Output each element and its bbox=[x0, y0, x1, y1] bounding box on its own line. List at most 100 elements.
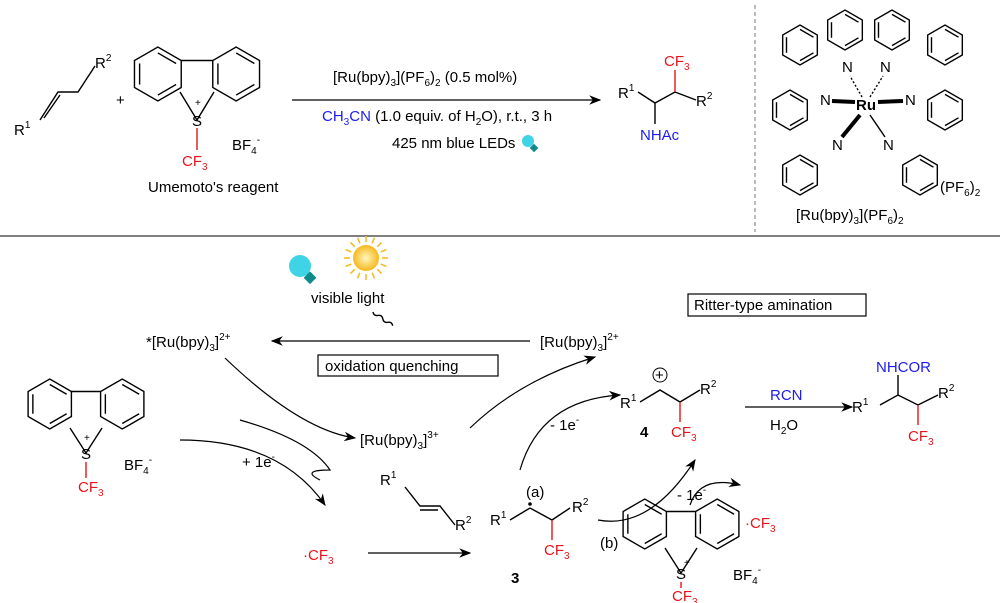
svg-text:4: 4 bbox=[640, 424, 649, 441]
regeneration-arrow bbox=[469, 355, 597, 429]
svg-text:N: N bbox=[883, 137, 894, 154]
svg-text:NHAc: NHAc bbox=[640, 127, 680, 144]
svg-text:R1: R1 bbox=[380, 470, 397, 489]
light-conditions: 425 nm blue LEDs bbox=[392, 135, 515, 152]
sun-ray bbox=[356, 272, 361, 279]
double-bond bbox=[157, 52, 177, 65]
double-bond bbox=[121, 413, 140, 425]
benzene-ring bbox=[901, 154, 939, 196]
sun-ray bbox=[376, 241, 383, 248]
svg-text:oxidation quenching: oxidation quenching bbox=[325, 358, 458, 375]
cf3-radical-b: ·CF3 bbox=[745, 515, 776, 535]
svg-text:R2: R2 bbox=[938, 383, 955, 402]
svg-text:CF3: CF3 bbox=[671, 424, 697, 444]
svg-text:R2: R2 bbox=[455, 515, 472, 534]
benzene-ring bbox=[27, 378, 73, 430]
complex-name: [Ru(bpy)3](PF6)2 bbox=[796, 207, 904, 227]
alkene-substrate: R1 R2 bbox=[14, 53, 112, 139]
sun-ray bbox=[380, 263, 387, 268]
svg-text:CF3: CF3 bbox=[908, 428, 934, 448]
ru-bpy-complex: Ru N N N N N N (PF6)2 [Ru(bpy)3](PF6)2 bbox=[796, 59, 981, 227]
double-bond bbox=[789, 93, 804, 103]
svg-text:S: S bbox=[676, 566, 686, 583]
svg-text:N: N bbox=[880, 59, 891, 76]
benzene-ring bbox=[694, 498, 740, 550]
double-bond bbox=[157, 83, 177, 96]
umemoto-reagent: S + CF3 BF4- Umemoto's reagent bbox=[148, 91, 279, 196]
svg-text:Ru: Ru bbox=[856, 97, 876, 114]
benzene-ring bbox=[926, 24, 964, 66]
ritter-box bbox=[687, 293, 867, 317]
benzene-ring bbox=[873, 9, 911, 51]
svg-text:RCN: RCN bbox=[770, 387, 803, 404]
double-bond bbox=[944, 93, 959, 103]
double-bond bbox=[799, 182, 814, 192]
svg-text:N: N bbox=[905, 92, 916, 109]
sun-ray bbox=[345, 248, 352, 253]
cf3-radical: ·CF3 bbox=[303, 547, 334, 567]
amination-product: CF3 R1 R2 NHAc bbox=[618, 53, 713, 144]
oxidized-catalyst: [Ru(bpy)3]3+ bbox=[360, 430, 439, 452]
double-bond bbox=[789, 117, 804, 127]
svg-text:(b): (b) bbox=[600, 535, 618, 552]
ground-catalyst: [Ru(bpy)3]2+ bbox=[540, 332, 619, 354]
cation-intermediate-4: + R1 R2 CF3 4 bbox=[620, 367, 717, 444]
sun-ray bbox=[349, 241, 356, 248]
double-bond bbox=[844, 37, 859, 47]
oxidation-quenching-box bbox=[317, 354, 499, 377]
alkene-reactant: R1 R2 bbox=[380, 470, 472, 534]
svg-text:CF3: CF3 bbox=[664, 53, 690, 73]
sun-ray bbox=[349, 268, 356, 275]
svg-text:R1: R1 bbox=[852, 397, 869, 416]
svg-text:R1: R1 bbox=[618, 83, 635, 102]
svg-text:CF3: CF3 bbox=[78, 479, 104, 499]
svg-text:+ 1e-: + 1e- bbox=[242, 452, 275, 471]
cf3-release-arrow bbox=[179, 439, 326, 506]
cf3-label: CF3 bbox=[182, 153, 208, 173]
final-product: NHCOR R1 R2 CF3 bbox=[852, 359, 955, 448]
benzene-ring bbox=[99, 378, 145, 430]
double-bond bbox=[644, 533, 662, 545]
svg-text:R2: R2 bbox=[572, 497, 589, 516]
solvent-conditions: CH3CN (1.0 equiv. of H2O), r.t., 3 h bbox=[322, 108, 552, 128]
double-bond bbox=[944, 28, 959, 38]
benzene-ring bbox=[826, 9, 864, 51]
set-arrow bbox=[224, 357, 357, 442]
blue-led-icon bbox=[522, 135, 539, 153]
svg-text:+: + bbox=[655, 367, 664, 384]
svg-text:BF4-: BF4- bbox=[733, 565, 761, 587]
double-bond bbox=[49, 383, 67, 395]
svg-text:R1: R1 bbox=[490, 510, 507, 529]
svg-text:CF3: CF3 bbox=[544, 542, 570, 562]
aromatic-rings bbox=[27, 9, 964, 550]
svg-text:+: + bbox=[684, 558, 690, 569]
double-bond bbox=[891, 13, 906, 23]
double-bond bbox=[49, 413, 67, 425]
benzene-ring bbox=[133, 46, 182, 102]
double-bond bbox=[919, 158, 934, 168]
svg-text:+: + bbox=[195, 98, 201, 109]
benzene-ring bbox=[771, 89, 809, 131]
double-bond bbox=[799, 28, 814, 38]
svg-text:S: S bbox=[81, 446, 91, 463]
double-bond bbox=[799, 52, 814, 62]
double-bond bbox=[944, 52, 959, 62]
excited-catalyst: *[Ru(bpy)3]2+ bbox=[146, 332, 231, 354]
double-bond bbox=[716, 503, 735, 515]
svg-text:- 1e-: - 1e- bbox=[677, 485, 706, 504]
benzene-ring bbox=[212, 46, 261, 102]
light-bulb-icon bbox=[289, 255, 317, 285]
umemoto-reagent-bottom: S + CF3 BF4- bbox=[664, 547, 761, 603]
radical-intermediate-3: R1 R2 CF3 3 bbox=[490, 497, 589, 587]
svg-text:N: N bbox=[832, 137, 843, 154]
path-a-arrow bbox=[519, 390, 622, 471]
double-bond bbox=[944, 117, 959, 127]
light-wave bbox=[372, 311, 394, 326]
svg-text:R1: R1 bbox=[620, 393, 637, 412]
umemoto-reagent-left: S + CF3 BF4- bbox=[69, 427, 152, 499]
svg-text:BF4-: BF4- bbox=[124, 455, 152, 477]
path-b-arrow bbox=[597, 458, 696, 522]
double-bond bbox=[235, 52, 255, 65]
reagent-name: Umemoto's reagent bbox=[148, 179, 279, 196]
